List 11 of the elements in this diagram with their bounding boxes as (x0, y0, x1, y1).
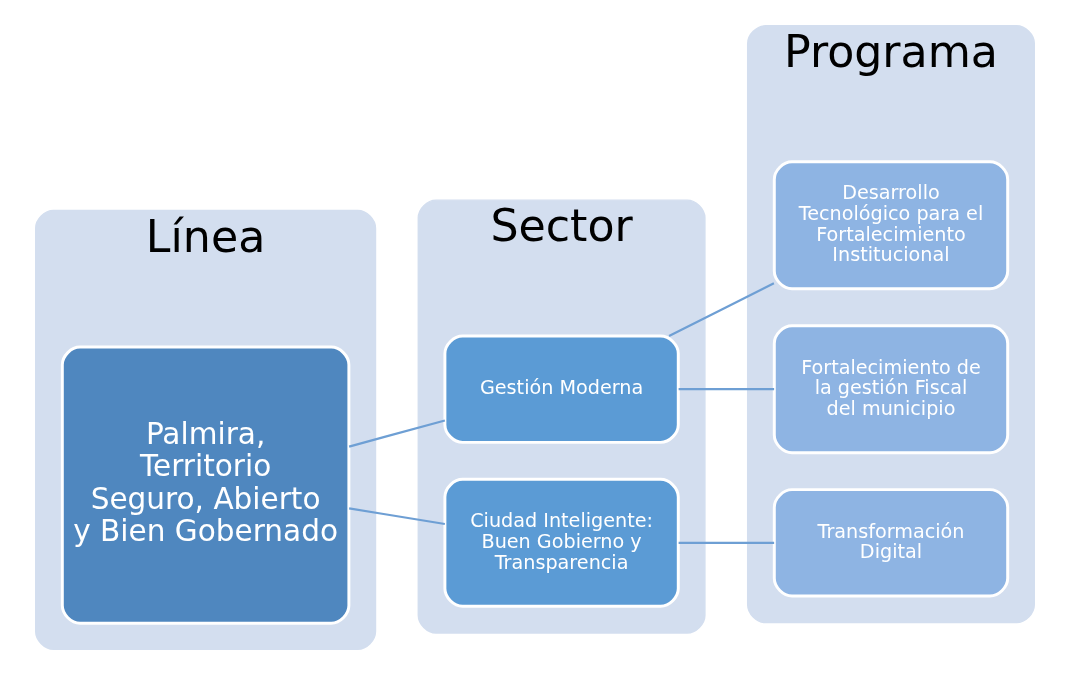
connector (668, 282, 775, 337)
node-box: Fortalecimiento de la gestión Fiscal del municipio (772, 324, 1010, 455)
node-box: Palmira, Territorio Seguro, Abierto y Bien Gobernado (60, 345, 351, 625)
connector (678, 388, 775, 391)
connector (348, 507, 446, 526)
node-box: Transformación Digital (772, 488, 1010, 598)
connector (348, 419, 446, 448)
connector (678, 541, 775, 544)
node-box: Desarrollo Tecnológico para el Fortalecimiento Institucional (772, 160, 1010, 291)
node-box: Gestión Moderna (443, 334, 680, 444)
node-box: Ciudad Inteligente: Buen Gobierno y Transparencia (443, 477, 680, 608)
